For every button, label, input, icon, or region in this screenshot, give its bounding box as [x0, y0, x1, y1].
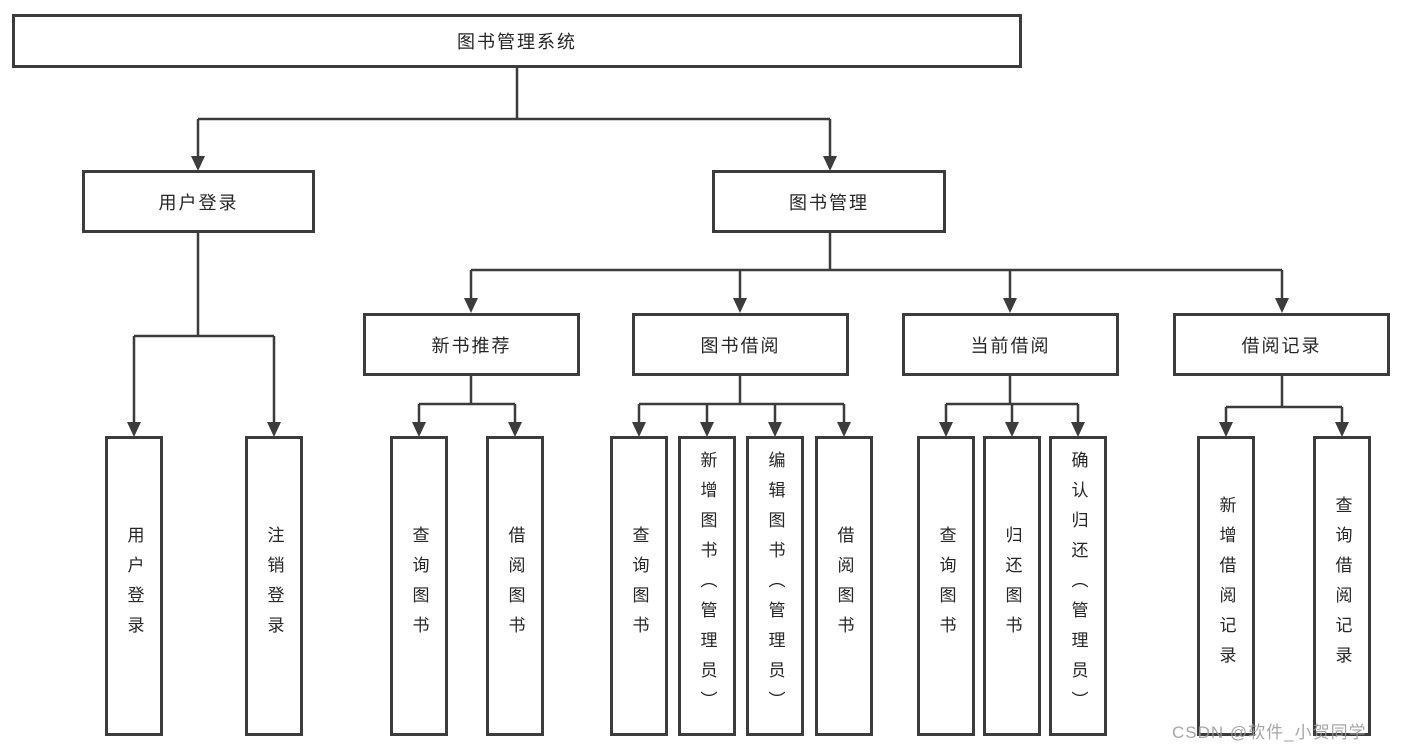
node-label: 新增图书（管理员）: [697, 451, 717, 721]
leaf-borrow-books-recommend: 借阅图书: [486, 436, 544, 736]
leaf-logout: 注销登录: [245, 436, 303, 736]
node-label: 查询图书: [936, 526, 956, 646]
node-borrow-records: 借阅记录: [1173, 313, 1390, 376]
node-label: 借阅图书: [505, 526, 525, 646]
leaf-borrow-books: 借阅图书: [815, 436, 873, 736]
leaf-query-books-borrow: 查询图书: [610, 436, 668, 736]
leaf-query-books-current: 查询图书: [917, 436, 975, 736]
leaf-add-borrow-record: 新增借阅记录: [1197, 436, 1255, 736]
node-book-management: 图书管理: [712, 170, 946, 233]
leaf-return-books: 归还图书: [983, 436, 1041, 736]
leaf-query-books-recommend: 查询图书: [390, 436, 448, 736]
node-label: 编辑图书（管理员）: [765, 451, 785, 721]
node-label: 图书借阅: [700, 335, 781, 356]
node-label: 用户登录: [124, 526, 144, 646]
node-label: 确认归还（管理员）: [1068, 451, 1088, 721]
node-user-login: 用户登录: [82, 170, 315, 233]
leaf-edit-books-admin: 编辑图书（管理员）: [746, 436, 804, 736]
node-label: 注销登录: [264, 526, 284, 646]
node-root-library-management-system: 图书管理系统: [12, 14, 1022, 68]
node-label: 图书管理系统: [457, 32, 577, 52]
leaf-user-login: 用户登录: [105, 436, 163, 736]
node-label: 当前借阅: [970, 335, 1051, 356]
node-label: 新增借阅记录: [1216, 496, 1236, 676]
node-label: 查询图书: [629, 526, 649, 646]
leaf-query-borrow-record: 查询借阅记录: [1313, 436, 1371, 736]
leaf-confirm-return-admin: 确认归还（管理员）: [1049, 436, 1107, 736]
node-label: 归还图书: [1002, 526, 1022, 646]
node-label: 图书管理: [789, 192, 869, 213]
node-label: 查询图书: [409, 526, 429, 646]
node-new-book-recommend: 新书推荐: [363, 313, 580, 376]
node-label: 借阅图书: [834, 526, 854, 646]
node-label: 查询借阅记录: [1332, 496, 1352, 676]
node-book-borrow: 图书借阅: [632, 313, 849, 376]
node-label: 用户登录: [158, 192, 239, 213]
csdn-watermark: CSDN @软件_小贺同学: [1172, 723, 1367, 742]
node-label: 新书推荐: [431, 335, 512, 356]
node-current-borrow: 当前借阅: [902, 313, 1119, 376]
node-label: 借阅记录: [1241, 335, 1322, 356]
leaf-add-books-admin: 新增图书（管理员）: [678, 436, 736, 736]
